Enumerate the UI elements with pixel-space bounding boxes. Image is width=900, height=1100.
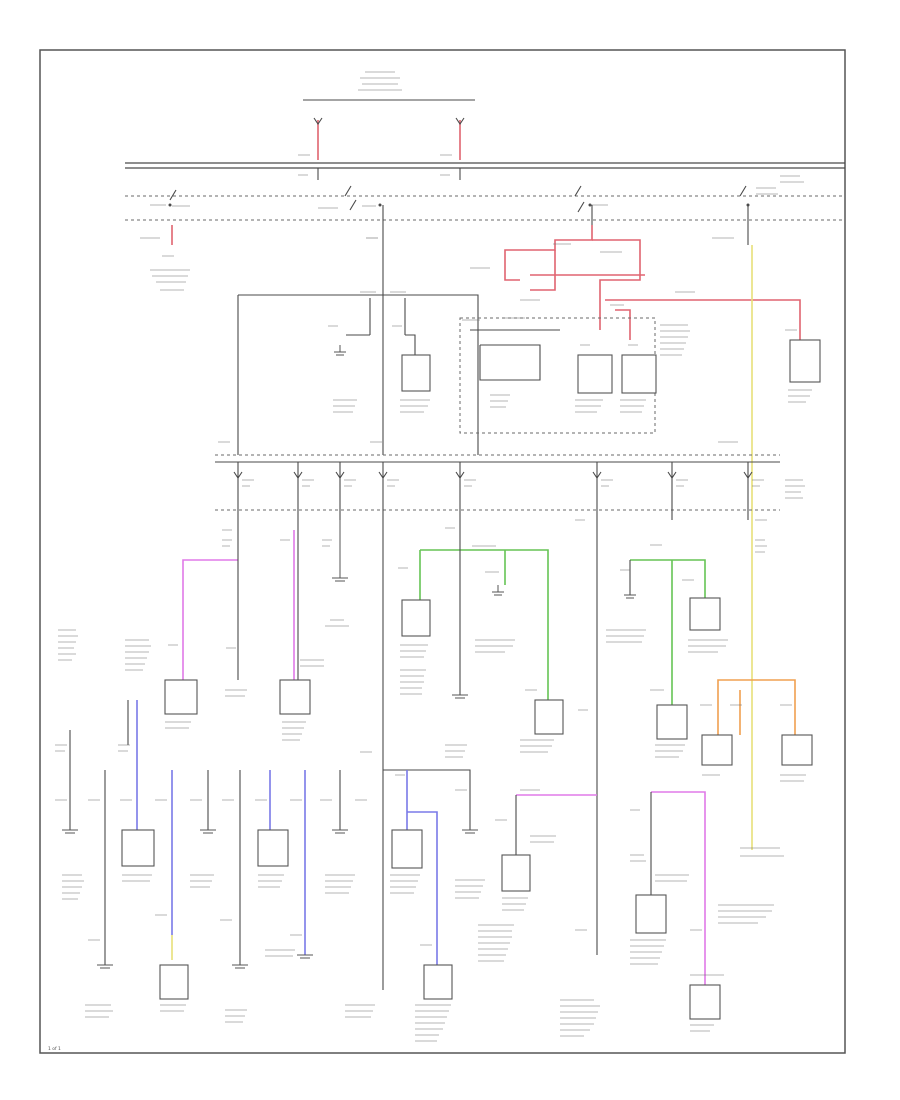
ignition-switch-contacts [150, 185, 778, 213]
top-fuses [298, 117, 465, 176]
upper-distribution [237, 291, 479, 455]
red-relay-wiring [470, 225, 801, 340]
right-upper-module [789, 339, 821, 383]
pink-branch-right [478, 789, 597, 962]
relay-enclosure [459, 317, 690, 434]
pink-branch-far-right [560, 791, 774, 1037]
page-number: 1 of 1 [48, 1046, 61, 1052]
pink-branch-left [164, 520, 247, 729]
blue-branch-center [360, 744, 485, 1042]
lower-left-branches [55, 629, 375, 1023]
pink-branch-center [279, 520, 324, 741]
top-block-title [303, 71, 475, 101]
junction-fuses [233, 462, 764, 520]
green-branch-a [398, 520, 564, 753]
ground-point [332, 520, 348, 582]
diagram-border [39, 49, 846, 1054]
orange-branch [700, 679, 813, 782]
green-branch-b [606, 544, 728, 758]
